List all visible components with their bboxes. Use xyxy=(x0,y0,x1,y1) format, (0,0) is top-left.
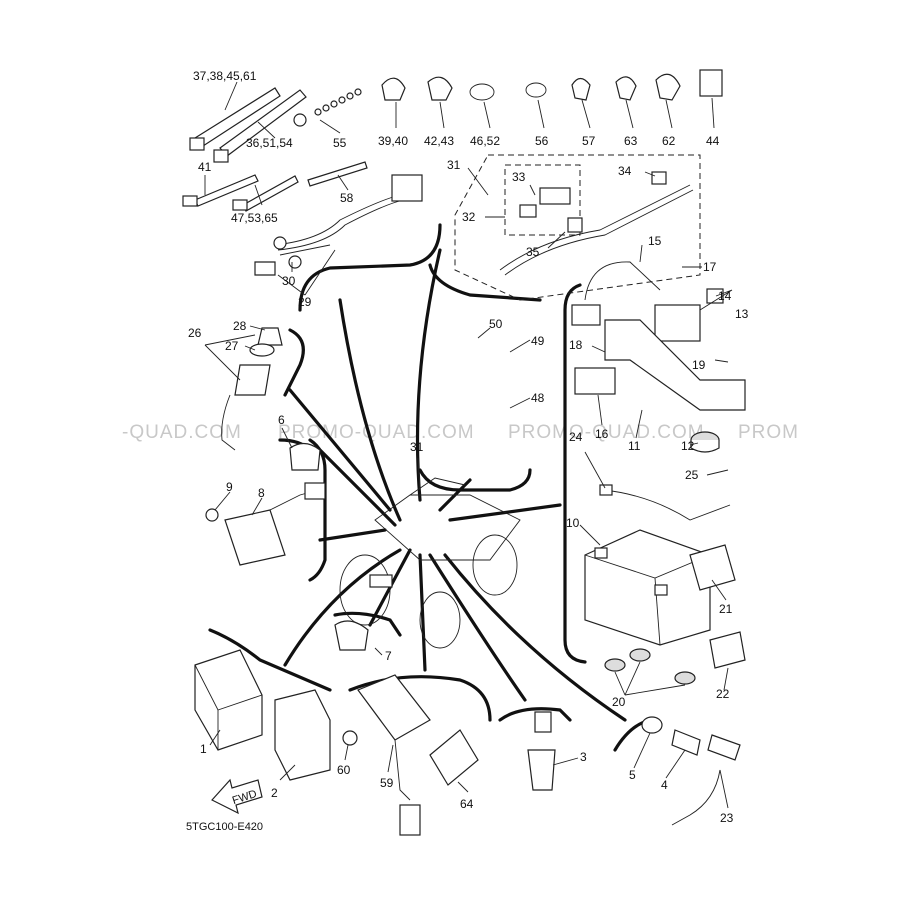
callout-leaders xyxy=(204,81,733,809)
battery xyxy=(584,529,746,685)
cable-ties-group xyxy=(189,87,362,163)
callout-label: 55 xyxy=(333,136,347,150)
sensor-left-group xyxy=(221,327,283,451)
atv-silhouette xyxy=(339,477,521,649)
callout-label: 3 xyxy=(580,750,587,764)
callout-label: 19 xyxy=(692,358,706,372)
callout-label: 48 xyxy=(531,391,545,405)
callout-label: 34 xyxy=(618,164,632,178)
callout-label: 31 xyxy=(447,158,461,172)
callout-label: 46,52 xyxy=(470,134,500,148)
callout-label: 11 xyxy=(628,439,641,453)
callout-label: 5 xyxy=(629,768,636,782)
small-ties-group xyxy=(182,161,368,212)
clips-row xyxy=(381,69,723,101)
callout-label: 6 xyxy=(278,413,285,427)
callout-label: 12 xyxy=(681,439,695,453)
callout-label: 14 xyxy=(718,289,732,303)
callout-label: 22 xyxy=(716,687,730,701)
callout-label: 30 xyxy=(282,274,296,288)
callout-label: 57 xyxy=(582,134,596,148)
callout-label: 35 xyxy=(526,245,540,259)
diagram-code: 5TGC100-E420 xyxy=(186,821,263,833)
callout-label: 49 xyxy=(531,334,545,348)
callout-label: 39,40 xyxy=(378,134,408,148)
callout-label: 16 xyxy=(595,427,609,441)
callout-label: 9 xyxy=(226,480,233,494)
callout-label: 25 xyxy=(685,468,699,482)
callout-label: 36,51,54 xyxy=(246,136,293,150)
callout-label: 32 xyxy=(462,210,476,224)
callout-labels: 37,38,45,61 36,51,54 55 39,40 42,43 46,5… xyxy=(188,69,749,825)
callout-label: 63 xyxy=(624,134,638,148)
callout-label: 8 xyxy=(258,486,265,500)
callout-label: 10 xyxy=(566,516,580,530)
callout-label: 60 xyxy=(337,763,351,777)
callout-label: 15 xyxy=(648,234,662,248)
watermark-fragment: -QUAD.COM xyxy=(122,422,242,443)
callout-label: 42,43 xyxy=(424,134,454,148)
bracket-2 xyxy=(274,689,331,781)
callout-label: 41 xyxy=(198,160,212,174)
callout-label: 24 xyxy=(569,430,583,444)
callout-label: 50 xyxy=(489,317,503,331)
callout-label: 13 xyxy=(735,307,749,321)
callout-label: 4 xyxy=(661,778,668,792)
cdi-unit-1 xyxy=(194,649,263,751)
watermark-fragment: PROMO-QUAD.COM xyxy=(508,422,705,443)
callout-label: 1 xyxy=(200,742,207,756)
sensor-3 xyxy=(527,711,556,791)
fwd-arrow: FWD xyxy=(211,778,263,815)
watermark-fragment: PROM xyxy=(738,422,799,443)
callout-label: 20 xyxy=(612,695,626,709)
module-64 xyxy=(429,729,479,786)
sub-harness xyxy=(254,174,423,276)
plug-4 xyxy=(641,716,741,826)
switch-6 xyxy=(289,442,321,471)
relay-bracket-group xyxy=(571,261,746,521)
watermark-fragment: PROMO-QUAD.COM xyxy=(278,422,475,443)
callout-label: 44 xyxy=(706,134,720,148)
callout-label: 2 xyxy=(271,786,278,800)
regulator-8 xyxy=(205,482,326,566)
callout-label: 59 xyxy=(380,776,394,790)
callout-label: 26 xyxy=(188,326,202,340)
callout-label: 64 xyxy=(460,797,474,811)
callout-label: 23 xyxy=(720,811,734,825)
callout-label: 47,53,65 xyxy=(231,211,278,225)
watermark: -QUAD.COM PROMO-QUAD.COM PROMO-QUAD.COM … xyxy=(122,422,799,443)
callout-label: 62 xyxy=(662,134,676,148)
callout-label: 58 xyxy=(340,191,354,205)
callout-label: 27 xyxy=(225,339,239,353)
callout-label: 37,38,45,61 xyxy=(193,69,257,83)
harness-leader-lines xyxy=(283,248,627,722)
harness-assembly-box xyxy=(454,154,701,301)
callout-label: 56 xyxy=(535,134,549,148)
callout-label: 28 xyxy=(233,319,247,333)
callout-label: 17 xyxy=(703,260,717,274)
callout-label: 18 xyxy=(569,338,583,352)
callout-label: 33 xyxy=(512,170,526,184)
callout-label: 31 xyxy=(410,440,424,454)
callout-label: 21 xyxy=(719,602,733,616)
callout-label: 7 xyxy=(385,649,392,663)
module-59 xyxy=(342,674,431,836)
callout-label: 29 xyxy=(298,295,312,309)
